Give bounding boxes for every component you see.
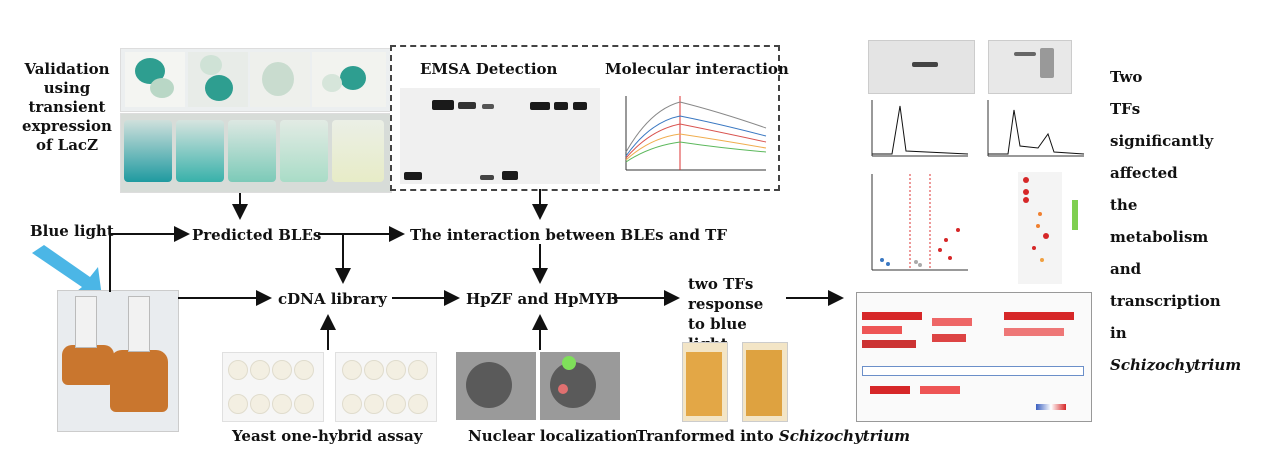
emsa-title: EMSA Detection — [420, 60, 558, 78]
interaction-node: The interaction between BLEs and TF — [410, 226, 727, 244]
transformed-label: Tranformed into Schizochytrium — [636, 427, 911, 445]
summary-line: affected — [1110, 164, 1178, 182]
summary-line: TFs — [1110, 100, 1141, 118]
predicted-bles-node: Predicted BLEs — [192, 226, 322, 244]
cdna-library-node: cDNA library — [278, 290, 387, 308]
molecular-interaction-plot — [625, 96, 767, 171]
hpzf-hpmyb-node: HpZF and HpMYB — [466, 290, 619, 308]
validation-label: Validation using transient expression of… — [22, 60, 112, 154]
summary-line: and — [1110, 260, 1142, 278]
summary-line: transcription — [1110, 292, 1221, 310]
yeast-label: Yeast one-hybrid assay — [232, 427, 423, 445]
summary-line-italic: Schizochytrium — [1110, 356, 1242, 374]
summary-line: significantly — [1110, 132, 1214, 150]
summary-line: the — [1110, 196, 1138, 214]
summary-line: metabolism — [1110, 228, 1209, 246]
molecular-interaction-title: Molecular interaction — [605, 60, 789, 78]
summary-line: Two — [1110, 68, 1143, 86]
summary-line: in — [1110, 324, 1127, 342]
nuclear-label: Nuclear localization — [468, 427, 638, 445]
blue-light-arrow-icon — [32, 245, 102, 297]
blue-light-label: Blue light — [30, 222, 114, 240]
